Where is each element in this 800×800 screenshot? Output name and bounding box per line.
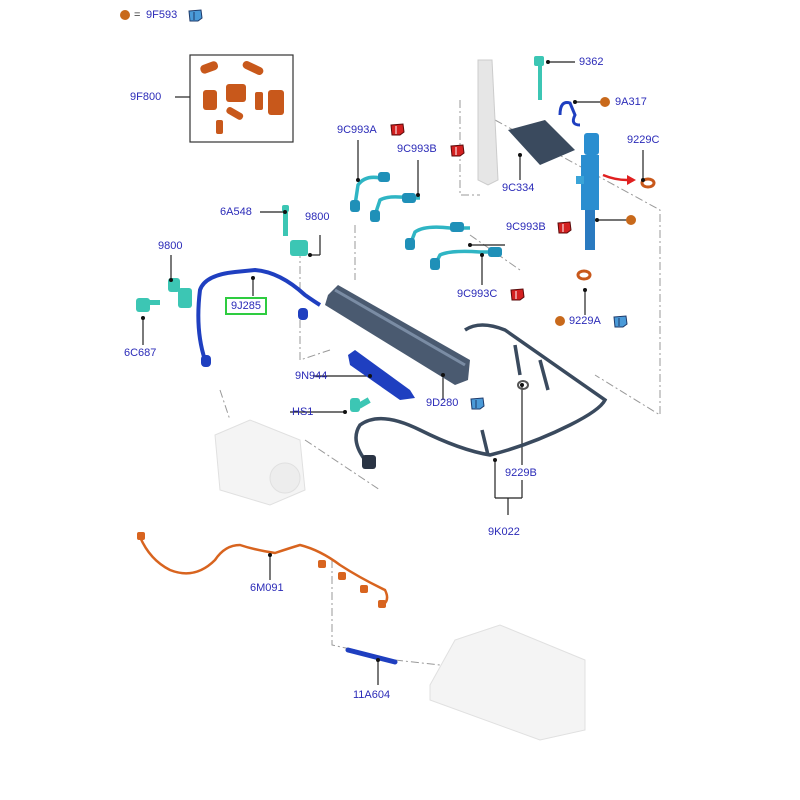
9F800-kit-box — [189, 54, 294, 143]
teal-parts — [136, 205, 371, 412]
glow-plug-11A604 — [345, 647, 398, 665]
return-pipe-9A317 — [558, 101, 581, 127]
info-book-red-icon[interactable] — [450, 143, 465, 158]
info-book-blue-icon[interactable] — [188, 8, 203, 23]
fuel-rail-9D280 — [325, 285, 470, 385]
label-9F800[interactable]: 9F800 — [130, 91, 162, 103]
leader-lines — [142, 61, 644, 685]
seal-9229A — [576, 269, 592, 281]
label-9D280[interactable]: 9D280 — [426, 397, 459, 409]
glow-plug-harness-6M091 — [138, 536, 389, 607]
label-9800-right[interactable]: 9800 — [305, 211, 330, 223]
orange-dot-9229A — [555, 316, 565, 326]
red-arrow — [602, 173, 628, 182]
label-9229C[interactable]: 9229C — [627, 134, 660, 146]
injector-ghost — [477, 59, 499, 186]
label-6C687[interactable]: 6C687 — [124, 347, 157, 359]
label-11A604[interactable]: 11A604 — [353, 689, 391, 701]
info-book-red-icon[interactable] — [390, 122, 405, 137]
clamp-9C334 — [508, 120, 575, 165]
label-9N944[interactable]: 9N944 — [295, 370, 328, 382]
injector-9F593 — [576, 133, 599, 250]
label-9K022[interactable]: 9K022 — [488, 526, 520, 538]
label-9C334[interactable]: 9C334 — [502, 182, 535, 194]
legend-orange-dot — [120, 10, 130, 20]
label-9229A[interactable]: 9229A — [569, 315, 601, 327]
info-book-blue-icon[interactable] — [613, 314, 628, 329]
info-book-red-icon[interactable] — [557, 220, 572, 235]
label-9C993B-mid[interactable]: 9C993B — [506, 221, 546, 233]
legend-equals: = — [134, 9, 141, 21]
label-9C993A[interactable]: 9C993A — [337, 124, 377, 136]
bolt-9362 — [534, 56, 544, 100]
label-6A548[interactable]: 6A548 — [220, 206, 252, 218]
bracket-9N944 — [348, 350, 415, 400]
label-6M091[interactable]: 6M091 — [250, 582, 284, 594]
washer-9229B — [517, 380, 529, 390]
cylinder-head-ghost — [429, 624, 586, 741]
label-9800-left[interactable]: 9800 — [158, 240, 183, 252]
return-hose-9K022 — [354, 323, 608, 462]
legend-part-label[interactable]: 9F593 — [146, 9, 178, 21]
info-book-red-icon[interactable] — [510, 287, 525, 302]
label-9362[interactable]: 9362 — [579, 56, 604, 68]
leak-off-pipe-9J285 — [196, 267, 322, 361]
label-9229B[interactable]: 9229B — [505, 467, 537, 479]
label-9A317[interactable]: 9A317 — [615, 96, 647, 108]
label-9C993B-top[interactable]: 9C993B — [397, 143, 437, 155]
orange-dot-injector — [626, 215, 636, 225]
label-HS1[interactable]: HS1 — [292, 406, 314, 418]
engine-ghost-upper — [214, 419, 306, 506]
washer-9229C — [640, 177, 656, 189]
label-9J285-highlighted[interactable]: 9J285 — [225, 297, 267, 315]
guide-lines — [219, 100, 661, 666]
pipe-nuts — [350, 172, 502, 270]
info-book-blue-icon[interactable] — [470, 396, 485, 411]
orange-dot-9A317 — [600, 97, 610, 107]
label-9C993C[interactable]: 9C993C — [457, 288, 498, 300]
